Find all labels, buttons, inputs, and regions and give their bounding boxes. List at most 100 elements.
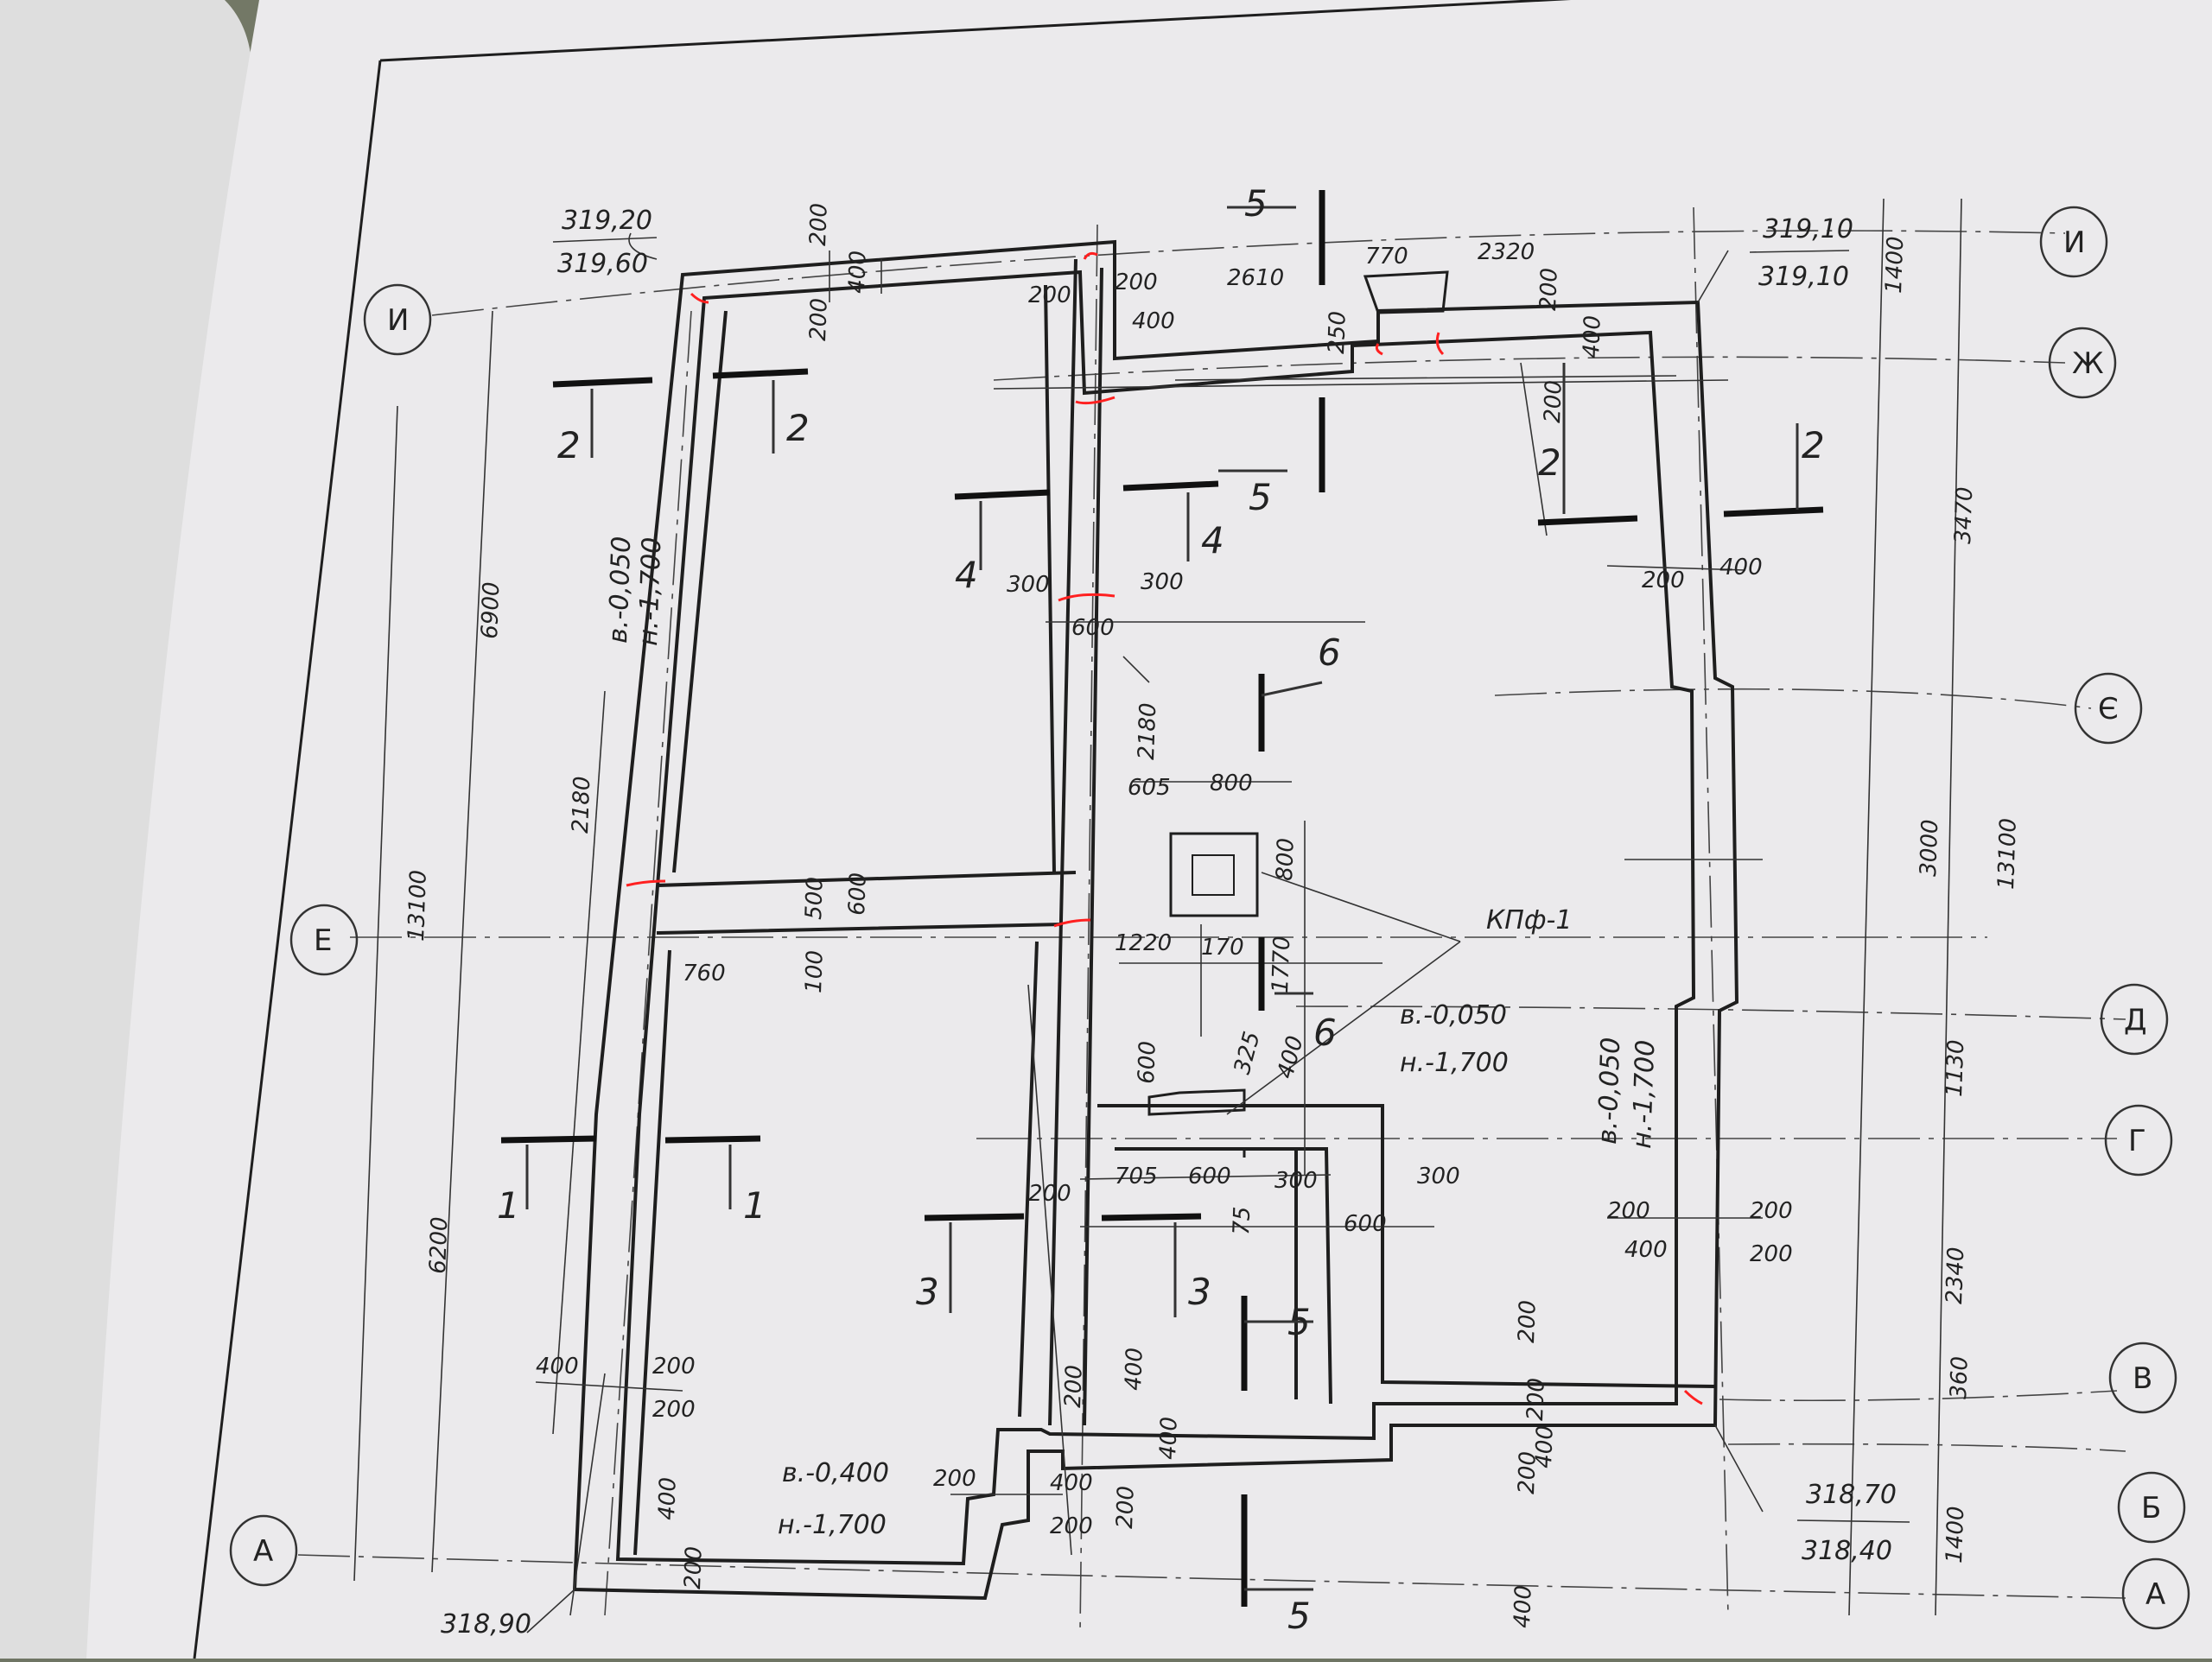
dimension-value: 6200 xyxy=(425,1216,453,1274)
section-number: 4 xyxy=(1201,519,1224,561)
dimension-value: 400 xyxy=(844,251,872,295)
section-bar xyxy=(552,377,653,388)
dimension-value: 360 xyxy=(1946,1356,1974,1400)
dim-line xyxy=(1935,198,1962,1616)
section-number: 1 xyxy=(497,1184,520,1227)
dimension-value: 200 xyxy=(1112,1486,1140,1530)
level-label: в.-0,050 xyxy=(1592,1037,1626,1145)
axis-bubble xyxy=(2117,1471,2186,1544)
axis-label: А xyxy=(2145,1577,2165,1612)
dimension-value: 400 xyxy=(1579,315,1606,359)
dimension-value: 800 xyxy=(1210,771,1253,796)
section-number: 2 xyxy=(786,407,810,449)
footing-inner xyxy=(1192,854,1235,896)
dimension-value: 6900 xyxy=(477,581,505,639)
axis-bubble xyxy=(2039,206,2108,278)
dimension-value: 200 xyxy=(1540,380,1567,424)
grid-line xyxy=(1295,1005,2126,1020)
dim-line xyxy=(1848,198,1885,1616)
labels: ИИЖЄДГВБААЕ319,20319,60319,10319,10318,7… xyxy=(229,182,2190,1640)
axis-label: Е xyxy=(314,923,332,958)
axis-label: Б xyxy=(2141,1491,2161,1526)
dimension-value: 300 xyxy=(1274,1168,1318,1194)
section-number: 3 xyxy=(1188,1271,1211,1313)
elevation-label: 318,70 xyxy=(1806,1480,1897,1510)
dim-line xyxy=(431,310,493,1573)
dimension-lines xyxy=(353,198,1962,1633)
elevation-label: 319,10 xyxy=(1758,262,1849,292)
elevation-bar xyxy=(1796,1519,1910,1523)
grid-line xyxy=(431,230,2066,316)
section-number: 2 xyxy=(557,424,581,466)
elevation-label: 319,10 xyxy=(1763,214,1853,244)
wall xyxy=(1048,258,1103,1426)
dimension-value: 400 xyxy=(1510,1585,1537,1629)
dimension-value: 1130 xyxy=(1942,1039,1969,1097)
wall xyxy=(1097,1104,1716,1388)
dim-line xyxy=(1226,941,1461,1115)
level-label: н.-1,700 xyxy=(1400,1048,1509,1078)
axis-bubble xyxy=(2104,1104,2173,1177)
section-bar xyxy=(712,368,809,379)
dimension-value: 2180 xyxy=(568,776,595,834)
dimension-value: 600 xyxy=(1344,1211,1387,1237)
axis-label: Є xyxy=(2098,692,2119,726)
axis-bubble xyxy=(229,1514,298,1587)
level-label: н.-1,700 xyxy=(1627,1039,1661,1149)
dimension-value: 300 xyxy=(1007,572,1050,598)
dimension-value: 600 xyxy=(1071,615,1115,641)
dim-line xyxy=(1714,1424,1764,1513)
section-bar xyxy=(1537,515,1638,526)
dimension-value: 200 xyxy=(1750,1198,1793,1224)
grid-line xyxy=(1719,1390,2118,1402)
dim-line xyxy=(353,405,398,1582)
wall xyxy=(656,871,1077,935)
section-number: 5 xyxy=(1249,476,1272,518)
elevation-bar xyxy=(552,237,658,243)
dim-line xyxy=(535,1381,683,1392)
axis-label: А xyxy=(253,1534,273,1569)
dim-line xyxy=(1606,565,1746,571)
dimension-value: 705 xyxy=(1115,1164,1158,1189)
dimension-value: 300 xyxy=(1417,1164,1460,1189)
red-mark xyxy=(1375,343,1383,356)
wall xyxy=(572,239,1739,1601)
level-label: в.-0,050 xyxy=(603,536,637,644)
dimension-value: 200 xyxy=(1060,1365,1088,1409)
axis-bubble xyxy=(289,904,359,976)
dimension-value: 600 xyxy=(844,872,872,917)
axis-label: Д xyxy=(2124,1003,2147,1037)
section-arrow xyxy=(1261,681,1323,697)
grid-line xyxy=(1494,688,2092,709)
dimension-value: 400 xyxy=(1121,1348,1148,1392)
dimension-value: 200 xyxy=(1514,1300,1541,1344)
dim-line xyxy=(1027,984,1072,1556)
dimension-value: 170 xyxy=(1201,935,1244,961)
red-mark xyxy=(1053,918,1091,928)
dim-line xyxy=(1079,1174,1332,1180)
section-number: 4 xyxy=(955,554,978,596)
section-marks xyxy=(500,190,1824,1607)
red-mark xyxy=(626,879,666,887)
dimension-value: 770 xyxy=(1365,244,1408,270)
axis-label: И xyxy=(2063,225,2085,260)
dimension-value: 400 xyxy=(1050,1470,1093,1496)
dimension-value: 400 xyxy=(1155,1417,1183,1461)
dimension-value: 300 xyxy=(1141,569,1184,595)
axis-bubble xyxy=(2121,1557,2190,1630)
duct xyxy=(1363,270,1449,314)
grid-line xyxy=(993,356,2066,381)
walls xyxy=(572,239,1739,1601)
dimension-value: 600 xyxy=(1188,1164,1231,1189)
red-mark xyxy=(1083,251,1098,260)
level-label: н.-1,700 xyxy=(778,1510,887,1540)
dimension-value: 200 xyxy=(1050,1513,1093,1539)
sheet xyxy=(86,0,2212,1659)
grid-line xyxy=(1693,206,1729,1616)
axis-bubble xyxy=(2100,983,2169,1056)
dimension-value: 200 xyxy=(805,203,833,247)
elevation-bar xyxy=(1749,250,1850,253)
section-number: 2 xyxy=(1538,441,1561,484)
dim-line xyxy=(1697,250,1729,303)
section-bar xyxy=(924,1213,1025,1221)
